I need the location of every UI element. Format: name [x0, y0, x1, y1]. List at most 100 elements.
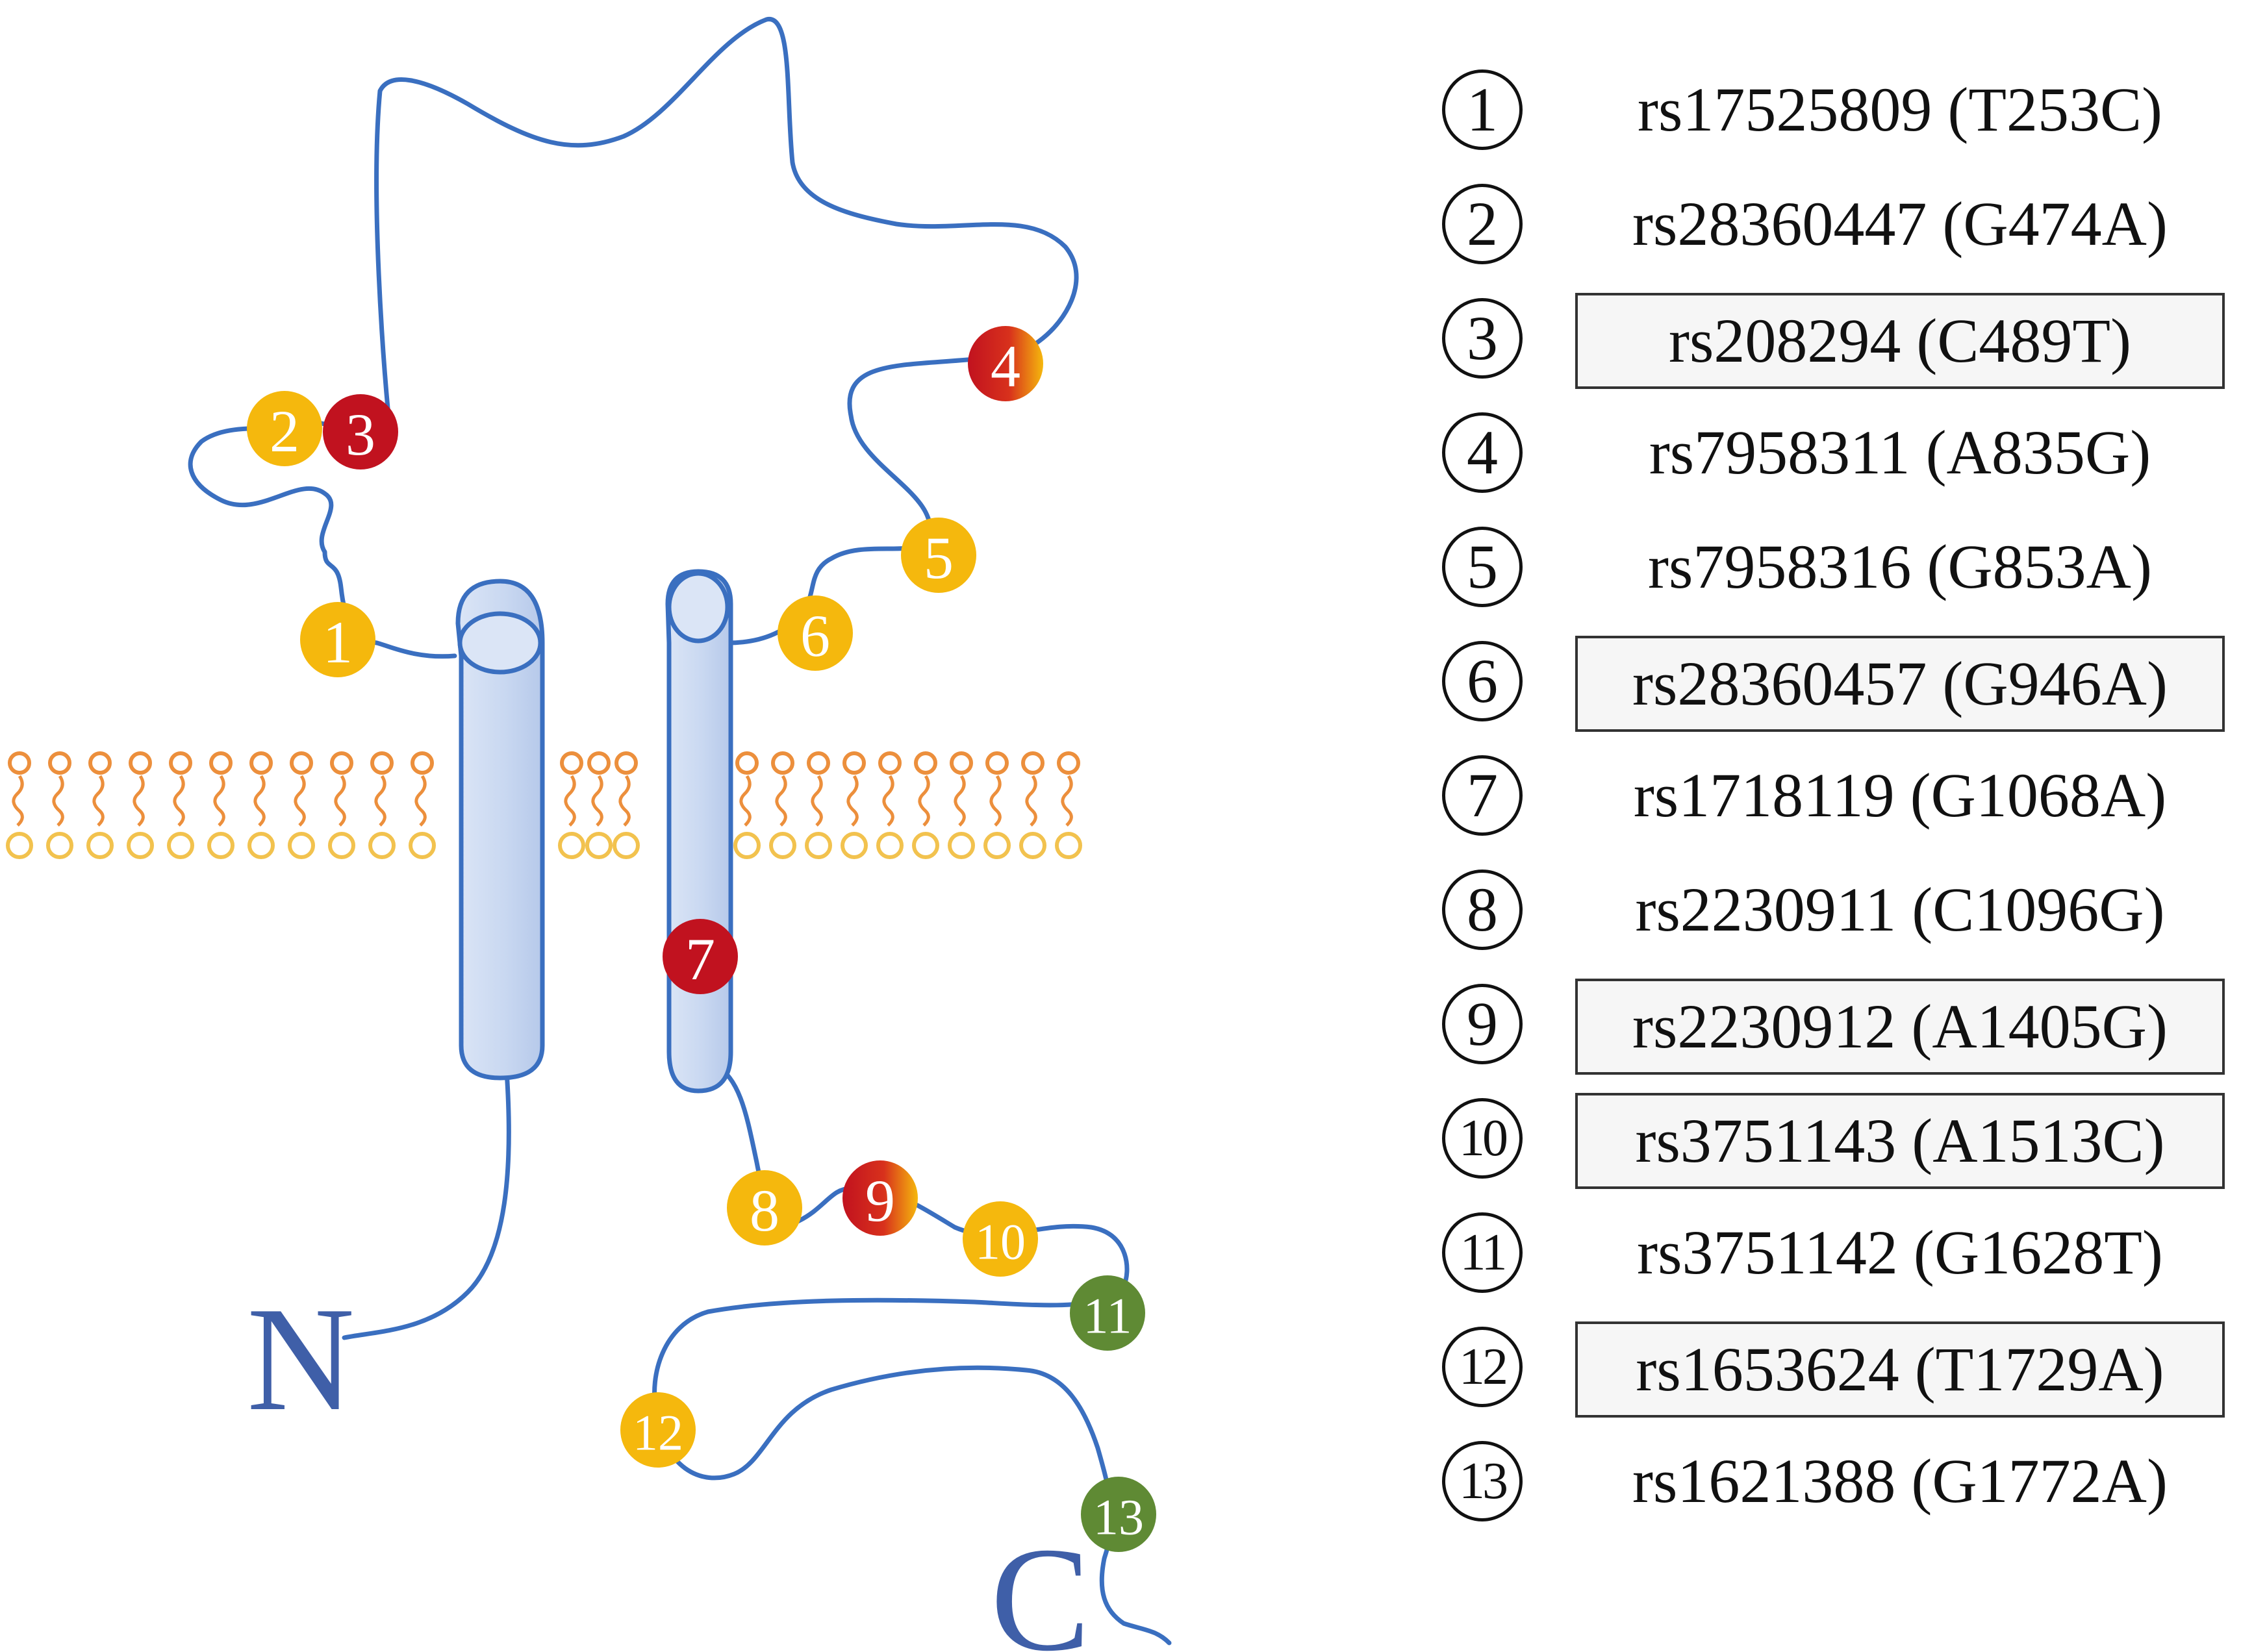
legend-snp-id: rs3751143 (A1513C) — [1575, 1093, 2225, 1189]
snp-marker-4: 4 — [968, 326, 1043, 401]
lipid-base — [207, 832, 234, 859]
legend-snp-id: rs28360447 (G474A) — [1632, 189, 2168, 258]
lipid-tail — [882, 775, 894, 827]
lipid-base — [86, 832, 114, 859]
lipid-base — [288, 832, 315, 859]
lipid-tail — [918, 775, 930, 827]
lipid-molecule — [805, 751, 832, 859]
lipid-head — [8, 751, 31, 775]
lipid-molecule — [585, 751, 613, 859]
lipid-molecule — [207, 751, 234, 859]
transmembrane-helix-1 — [455, 579, 545, 1081]
legend-number-badge: 2 — [1442, 184, 1523, 264]
legend-snp-id: rs2230912 (A1405G) — [1575, 979, 2225, 1075]
legend-number-badge: 10 — [1442, 1098, 1523, 1179]
lipid-base — [841, 832, 868, 859]
lipid-head — [169, 751, 192, 775]
lipid-tail — [739, 775, 752, 827]
legend-number-badge: 8 — [1442, 870, 1523, 950]
lipid-head — [129, 751, 152, 775]
lipid-tail — [52, 775, 64, 827]
snp-marker-label: 9 — [865, 1168, 895, 1234]
lipid-molecule — [983, 751, 1011, 859]
lipid-molecule — [1019, 751, 1046, 859]
lipid-base — [409, 832, 436, 859]
lipid-tail — [775, 775, 787, 827]
lipid-head — [88, 751, 112, 775]
snp-marker-2: 2 — [247, 391, 322, 466]
lipid-tail — [414, 775, 427, 827]
lipid-tail — [173, 775, 185, 827]
lipid-base — [983, 832, 1011, 859]
legend-snp-id: rs7958311 (A835G) — [1649, 418, 2151, 487]
legend-snp-id: rs7958316 (G853A) — [1648, 532, 2152, 601]
lipid-molecule — [368, 751, 396, 859]
lipid-molecule — [1055, 751, 1082, 859]
lipid-bilayer — [6, 751, 1082, 859]
lipid-base — [876, 832, 904, 859]
legend-row: 5 rs7958316 (G853A) — [1423, 512, 2231, 627]
lipid-molecule — [912, 751, 939, 859]
lipid-head — [370, 751, 394, 775]
legend-number-badge: 3 — [1442, 298, 1523, 379]
lipid-base — [613, 832, 640, 859]
lipid-head — [842, 751, 866, 775]
snp-marker-10: 10 — [963, 1201, 1038, 1277]
lipid-head — [48, 751, 71, 775]
snp-marker-label: 10 — [975, 1214, 1026, 1270]
lipid-tail — [92, 775, 105, 827]
lipid-head — [290, 751, 313, 775]
lipid-head — [1021, 751, 1045, 775]
lipid-base — [805, 832, 832, 859]
lipid-head — [878, 751, 902, 775]
legend-number-badge: 12 — [1442, 1327, 1523, 1407]
snp-marker-9: 9 — [842, 1160, 918, 1236]
legend-number-badge: 5 — [1442, 527, 1523, 607]
lipid-tail — [294, 775, 306, 827]
lipid-tail — [253, 775, 266, 827]
snp-marker-13: 13 — [1081, 1477, 1156, 1552]
snp-marker-label: 3 — [346, 401, 375, 468]
legend-row: 8 rs2230911 (C1096G) — [1423, 855, 2231, 970]
snp-marker-11: 11 — [1070, 1275, 1145, 1351]
lipid-base — [328, 832, 355, 859]
snp-marker-label: 4 — [991, 333, 1020, 399]
lipid-tail — [989, 775, 1002, 827]
n-terminal-tail — [342, 1069, 511, 1340]
snp-marker-label: 1 — [323, 609, 353, 675]
lipid-molecule — [769, 751, 796, 859]
transmembrane-helix-2 — [665, 569, 733, 1094]
snp-marker-circle — [968, 326, 1043, 401]
snp-marker-label: 6 — [800, 603, 830, 669]
lipid-molecule — [328, 751, 355, 859]
lipid-base — [6, 832, 33, 859]
lipid-base — [368, 832, 396, 859]
legend-number-badge: 7 — [1442, 755, 1523, 836]
lipid-tail — [334, 775, 346, 827]
lipid-base — [558, 832, 585, 859]
legend-snp-id: rs2230911 (C1096G) — [1635, 875, 2165, 944]
lipid-base — [167, 832, 194, 859]
c-terminus-label: C — [991, 1516, 1090, 1652]
lipid-head — [330, 751, 353, 775]
snp-marker-12: 12 — [620, 1392, 696, 1468]
legend-number-badge: 6 — [1442, 641, 1523, 721]
snp-marker-circle — [963, 1201, 1038, 1277]
lipid-head — [209, 751, 233, 775]
lipid-head — [771, 751, 794, 775]
lipid-molecule — [46, 751, 73, 859]
snp-marker-label: 11 — [1083, 1288, 1132, 1344]
snp-marker-label: 5 — [924, 525, 954, 591]
lipid-tail — [12, 775, 24, 827]
lipid-base — [733, 832, 761, 859]
legend-snp-id: rs28360457 (G946A) — [1575, 636, 2225, 732]
lipid-molecule — [948, 751, 975, 859]
lipid-head — [614, 751, 638, 775]
lipid-head — [587, 751, 611, 775]
lipid-molecule — [6, 751, 33, 859]
